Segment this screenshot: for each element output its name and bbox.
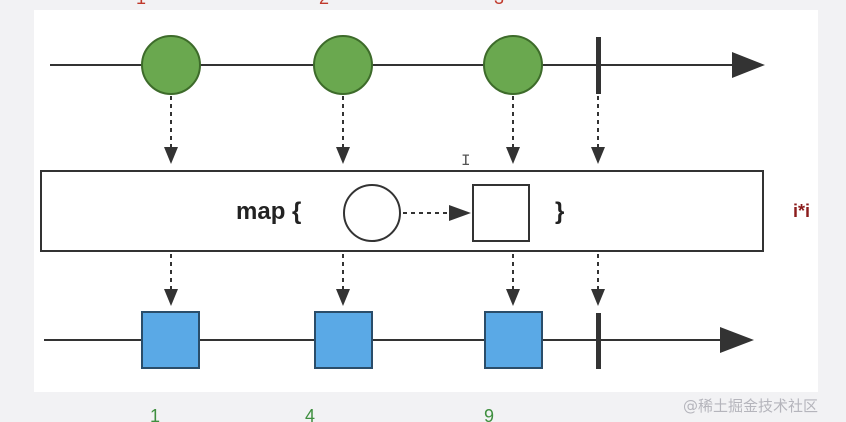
- output-label-2: 4: [305, 406, 316, 422]
- formula-annotation: i*i: [793, 201, 811, 221]
- arrow-head-completion-icon: [591, 147, 605, 164]
- input-timeline-arrow-icon: [732, 52, 765, 78]
- input-marble-1: [141, 35, 201, 95]
- operator-to-output-arrows: [164, 254, 605, 306]
- out-arrow-head-3-icon: [506, 289, 520, 306]
- output-timeline-arrow-icon: [720, 327, 754, 353]
- input-marble-2: [313, 35, 373, 95]
- watermark-text: @稀土掘金技术社区: [683, 397, 819, 415]
- operator-box: [40, 170, 764, 252]
- output-completion-bar-icon: [596, 313, 601, 369]
- transform-circle-icon: [343, 184, 401, 242]
- input-completion-bar-icon: [596, 37, 601, 94]
- transform-arrow-head-icon: [449, 205, 471, 221]
- out-arrow-head-completion-icon: [591, 289, 605, 306]
- output-label-3: 9: [484, 406, 495, 422]
- out-arrow-head-2-icon: [336, 289, 350, 306]
- operator-label: map {: [236, 198, 302, 225]
- input-marble-3: [483, 35, 543, 95]
- text-cursor-icon: I: [461, 152, 471, 170]
- input-to-operator-arrows: [164, 96, 605, 164]
- input-label-3: 3: [494, 0, 504, 9]
- operator-close-brace: }: [555, 198, 565, 225]
- arrow-head-3-icon: [506, 147, 520, 164]
- input-label-1: 1: [136, 0, 146, 9]
- input-label-2: 2: [319, 0, 329, 9]
- output-label-1: 1: [150, 406, 161, 422]
- output-marble-1: [141, 311, 200, 369]
- output-marble-2: [314, 311, 373, 369]
- arrow-head-2-icon: [336, 147, 350, 164]
- arrow-head-1-icon: [164, 147, 178, 164]
- transform-square-icon: [472, 184, 530, 242]
- out-arrow-head-1-icon: [164, 289, 178, 306]
- output-marble-3: [484, 311, 543, 369]
